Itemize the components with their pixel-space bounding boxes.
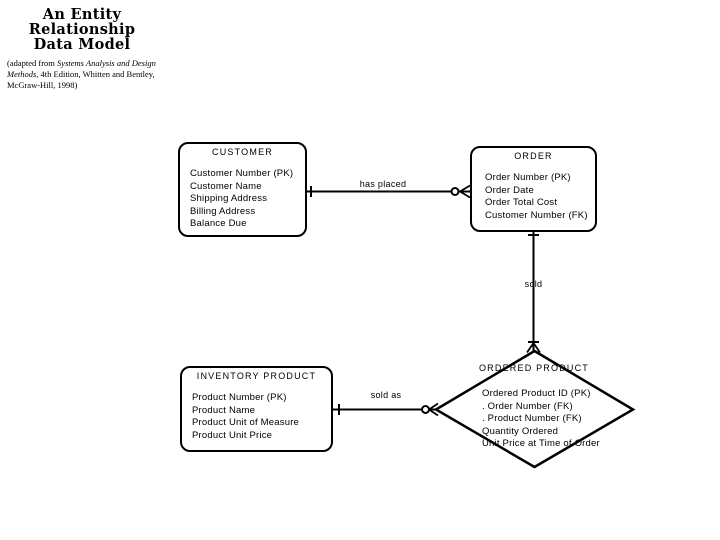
relationship-line-has-placed: [306, 184, 471, 199]
ordered-product-diamond-shape: [433, 349, 636, 469]
citation-prefix: (adapted from: [7, 58, 58, 68]
attribute: Product Unit of Measure: [192, 417, 300, 429]
attribute: Order Total Cost: [485, 197, 558, 209]
cardinality-zero-circle: [421, 405, 430, 414]
entity-order: ORDER Order Number (PK) Order Date Order…: [470, 146, 597, 232]
relationship-label-sold-as: sold as: [370, 390, 402, 400]
citation-suffix: , 4th Edition, Whitten and Bentley, McGr…: [7, 69, 155, 90]
attribute: Billing Address: [190, 205, 256, 217]
entity-ordered-product-title: ORDERED PRODUCT: [478, 363, 589, 373]
entity-inventory-product-attributes: Product Number (PK) Product Name Product…: [182, 392, 331, 442]
attribute: Shipping Address: [190, 193, 268, 205]
attribute: Product Name: [192, 404, 256, 416]
attribute: Balance Due: [190, 218, 247, 230]
attribute: . Order Number (FK): [482, 400, 573, 412]
crow-foot-icon: [428, 402, 439, 417]
attribute: Order Number (PK): [485, 172, 571, 183]
attribute: Product Number (PK): [192, 392, 287, 403]
cardinality-zero-circle: [450, 187, 460, 196]
attribute: Customer Name: [190, 180, 262, 192]
entity-ordered-product-attributes: Ordered Product ID (PK) . Order Number (…: [482, 388, 600, 451]
relationship-label-sold: sold: [524, 279, 543, 289]
entity-customer: CUSTOMER Customer Number (PK) Customer N…: [178, 142, 307, 237]
attribute: Ordered Product ID (PK): [482, 388, 591, 399]
attribute: Product Unit Price: [192, 429, 273, 441]
relationship-line-sold-as: [332, 402, 439, 417]
citation-book-title: Systems Analysis and Design Methods: [7, 58, 156, 79]
attribute: Unit Price at Time of Order: [482, 438, 600, 450]
entity-customer-title: CUSTOMER: [212, 147, 273, 157]
citation: (adapted from Systems Analysis and Desig…: [7, 58, 170, 91]
entity-order-attributes: Order Number (PK) Order Date Order Total…: [472, 172, 595, 222]
crow-foot-icon: [526, 342, 541, 354]
attribute: Quantity Ordered: [482, 425, 559, 437]
relationship-line-sold: [526, 230, 541, 354]
crow-foot-icon: [459, 184, 471, 199]
attribute: Order Date: [485, 184, 534, 196]
entity-inventory-product-title: INVENTORY PRODUCT: [196, 371, 317, 381]
slide-title: An Entity Relationship Data Model: [28, 6, 136, 53]
entity-inventory-product: INVENTORY PRODUCT Product Number (PK) Pr…: [180, 366, 333, 452]
entity-order-title: ORDER: [514, 151, 553, 161]
entity-customer-attributes: Customer Number (PK) Customer Name Shipp…: [180, 168, 305, 231]
attribute: . Product Number (FK): [482, 413, 582, 425]
relationship-label-has-placed: has placed: [359, 179, 407, 189]
attribute: Customer Number (PK): [190, 168, 294, 179]
attribute: Customer Number (FK): [485, 209, 588, 221]
